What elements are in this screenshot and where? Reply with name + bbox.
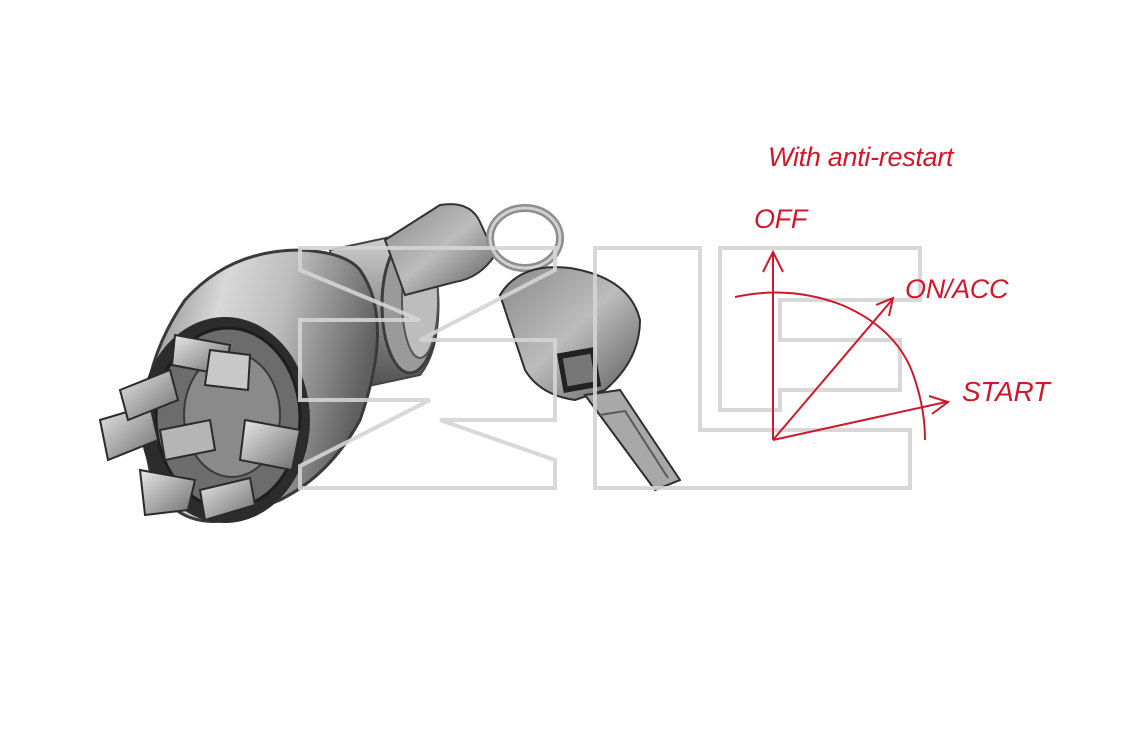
key-ring <box>486 204 564 272</box>
diagram-title: With anti-restart <box>768 142 954 172</box>
start-arrow <box>772 401 947 441</box>
off-arrowhead <box>762 249 784 273</box>
position-label-off: OFF <box>754 204 808 234</box>
on-acc-arrowhead <box>875 296 895 317</box>
rotation-arc <box>734 291 926 441</box>
start-arrowhead <box>928 395 951 415</box>
on-acc-arrow <box>772 299 893 441</box>
terminal-pins <box>98 333 302 522</box>
watermark-logo <box>298 246 922 490</box>
switch-position-diagram <box>734 249 951 441</box>
key-front <box>498 266 682 492</box>
position-label-start: START <box>962 376 1050 407</box>
position-label-on-acc: ON/ACC <box>905 274 1009 304</box>
